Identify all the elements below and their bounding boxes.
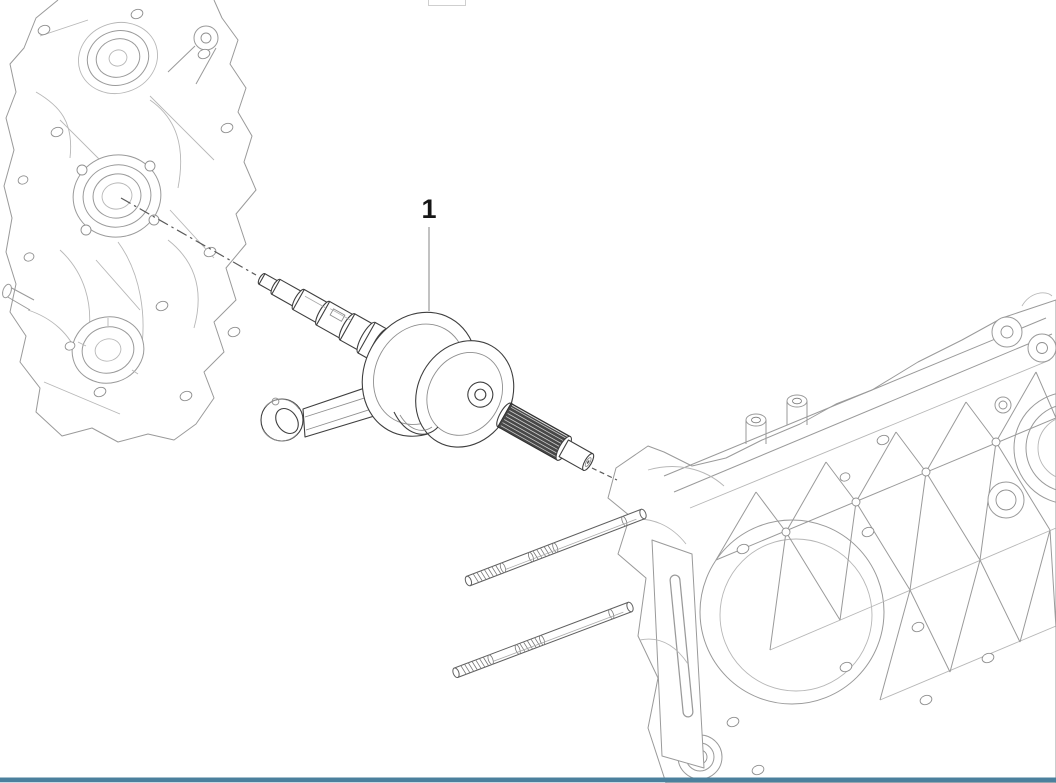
top-cropped-box	[428, 0, 466, 6]
rib-lattice	[715, 371, 1056, 701]
assembly-axis-right	[591, 467, 618, 481]
left-crankcase-half	[2, 0, 257, 443]
crankshaft-webs-and-spline	[361, 311, 595, 472]
bolt-holes-left-case	[17, 8, 241, 402]
callout-number: 1	[421, 194, 437, 224]
stud-bolt-lower	[452, 601, 634, 679]
stud-seat-bosses	[745, 394, 808, 444]
bolt-holes-right-case	[726, 434, 995, 776]
assembly-axis-left	[120, 197, 257, 276]
connecting-rod-big-end-cap	[393, 411, 439, 435]
right-crankcase-half	[607, 292, 1056, 783]
callout-1[interactable]: 1	[417, 196, 441, 223]
crankshaft-assembly[interactable]	[251, 262, 619, 524]
stud-bolt-upper	[464, 508, 647, 587]
footer-accent-bar	[0, 777, 1056, 783]
